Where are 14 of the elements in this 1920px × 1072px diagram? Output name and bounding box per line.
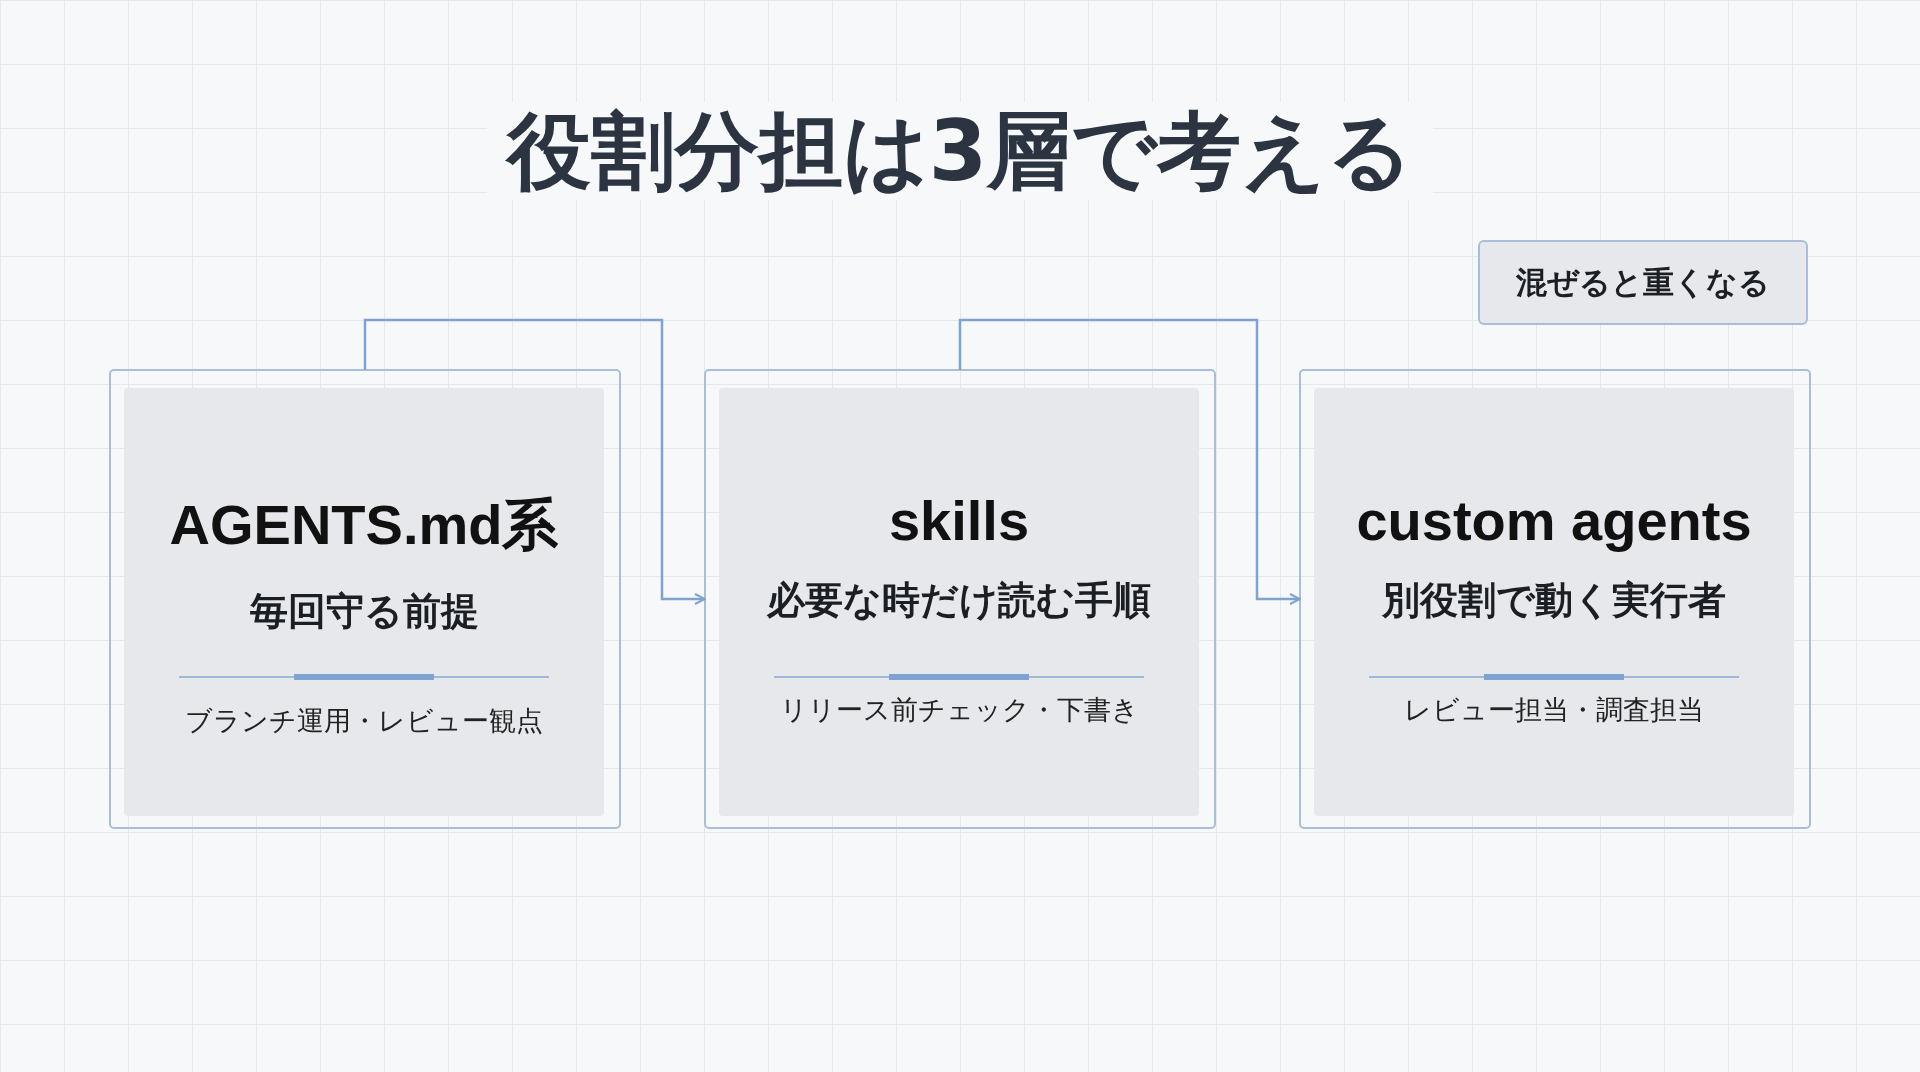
card-detail: リリース前チェック・下書き xyxy=(779,693,1139,727)
title: 役割分担は3層で考える xyxy=(486,102,1434,200)
note-badge xyxy=(1478,240,1808,325)
connector-arrow xyxy=(958,318,1301,605)
card-heading: skills xyxy=(888,488,1030,553)
card-heading: custom agents xyxy=(1356,488,1752,553)
connector-arrow xyxy=(363,318,706,605)
card-detail: ブランチ運用・レビュー観点 xyxy=(185,704,543,738)
card-subtitle: 必要な時だけ読む手順 xyxy=(767,577,1151,624)
card-heading: AGENTS.md系 xyxy=(169,492,559,558)
badge-text: 混ぜると重くなる xyxy=(1516,262,1770,302)
card-detail: レビュー担当・調査担当 xyxy=(1404,693,1704,727)
card-subtitle: 毎回守る前提 xyxy=(249,588,479,635)
card-subtitle: 別役割で動く実行者 xyxy=(1382,577,1726,624)
